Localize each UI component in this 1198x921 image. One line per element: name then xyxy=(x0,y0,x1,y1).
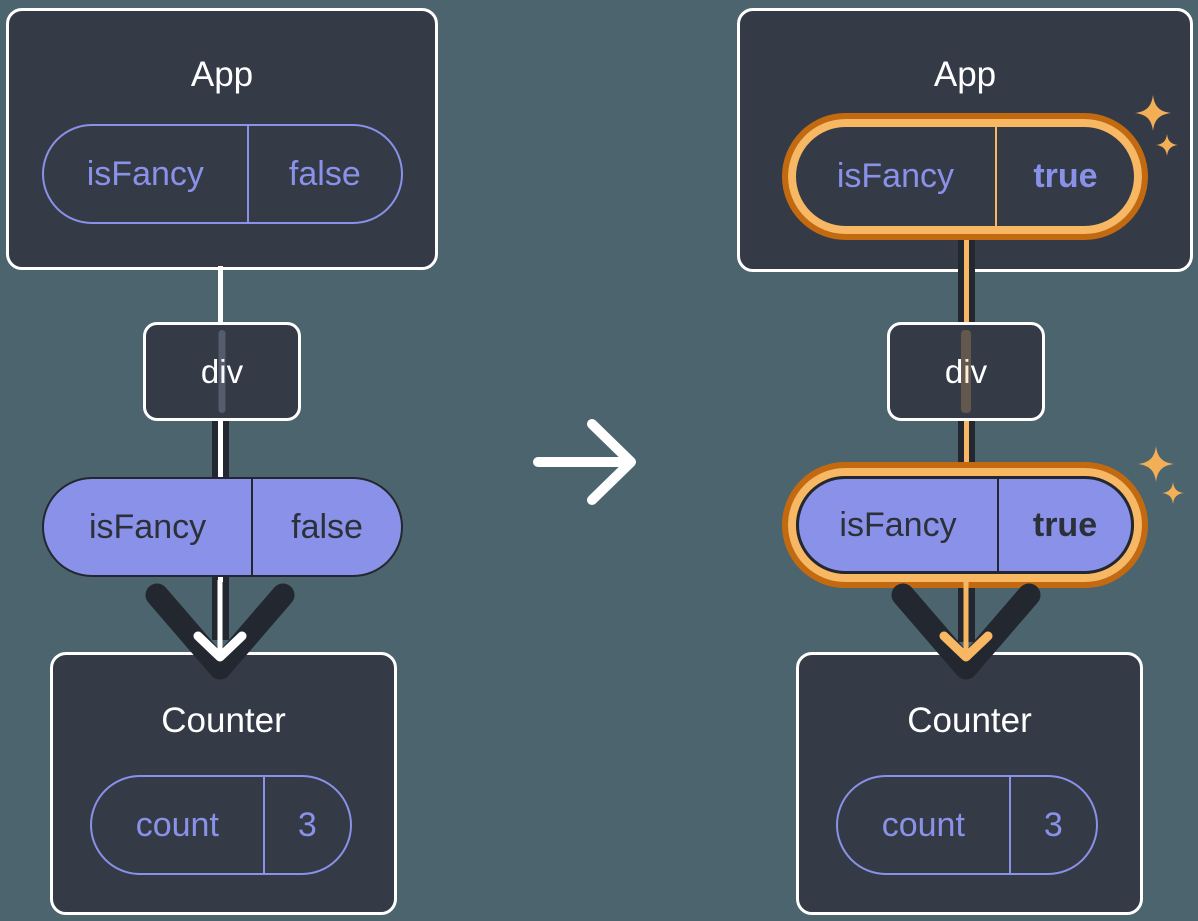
left-app-card: App isFancy false xyxy=(6,8,438,270)
right-counter-card: Counter count 3 xyxy=(796,652,1143,915)
right-passed-prop-pill-highlight: isFancy true xyxy=(782,462,1148,588)
right-counter-title: Counter xyxy=(907,701,1032,740)
sparkle-icon xyxy=(1156,134,1178,156)
right-app-state-pill: isFancy true xyxy=(796,127,1134,226)
left-div-node: div xyxy=(143,322,301,421)
prop-name: isFancy xyxy=(799,479,999,571)
left-app-state-pill: isFancy false xyxy=(42,124,403,224)
left-app-title: App xyxy=(190,55,254,94)
prop-value: false xyxy=(291,507,363,546)
sparkle-icon xyxy=(1162,482,1184,504)
state-value: false xyxy=(288,154,361,193)
left-passed-prop-pill: isFancy false xyxy=(42,477,403,577)
state-name: isFancy xyxy=(44,126,249,222)
left-div-line-band xyxy=(218,330,226,413)
state-name: count xyxy=(838,777,1011,873)
left-prop-line-white xyxy=(218,266,223,582)
right-app-state-pill-highlight: isFancy true xyxy=(782,113,1148,240)
sparkle-icon xyxy=(1138,446,1174,482)
prop-name: isFancy xyxy=(44,479,254,575)
left-down-arrow-icon xyxy=(145,580,295,680)
highlight-ring-inner: isFancy true xyxy=(788,119,1142,234)
arrow-right-icon xyxy=(533,419,636,505)
left-counter-card: Counter count 3 xyxy=(50,652,397,915)
highlight-ring-inner: isFancy true xyxy=(788,468,1142,582)
state-value: 3 xyxy=(1043,805,1063,844)
left-counter-title: Counter xyxy=(161,701,286,740)
state-value: 3 xyxy=(297,805,317,844)
state-value: true xyxy=(1033,157,1098,195)
right-app-title: App xyxy=(933,55,997,94)
right-div-label: div xyxy=(944,352,988,390)
state-name: count xyxy=(92,777,265,873)
prop-value: true xyxy=(1032,505,1098,544)
sparkle-icon xyxy=(1135,95,1171,131)
right-down-arrow-icon xyxy=(891,580,1041,680)
right-passed-prop-pill: isFancy true xyxy=(796,476,1134,574)
state-name: isFancy xyxy=(796,127,997,226)
left-counter-state-pill: count 3 xyxy=(90,775,352,875)
right-counter-state-pill: count 3 xyxy=(836,775,1098,875)
left-div-label: div xyxy=(200,352,244,390)
right-div-line-band xyxy=(961,330,971,413)
right-div-node: div xyxy=(887,322,1045,421)
